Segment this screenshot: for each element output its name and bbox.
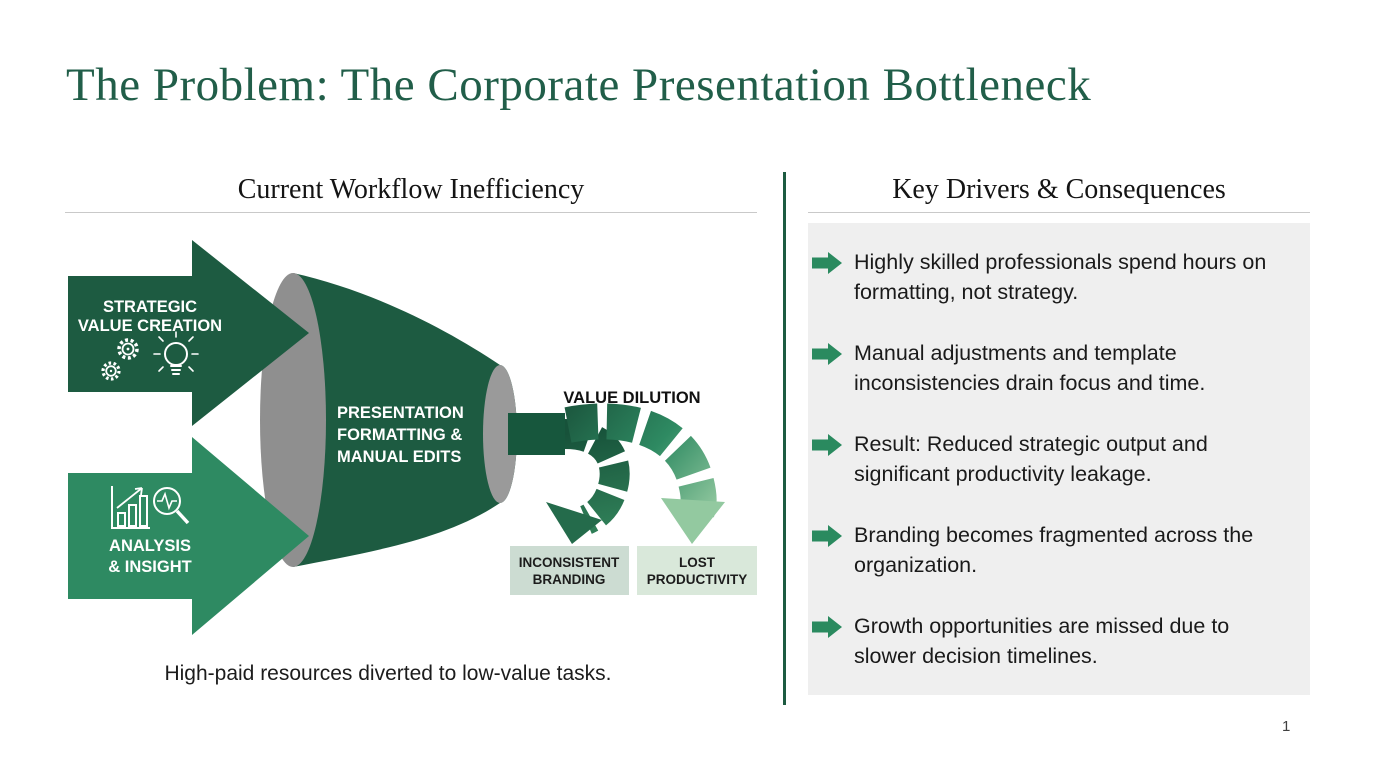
bullet-arrow-icon — [812, 616, 842, 638]
outer-dilution-arrowhead — [661, 498, 725, 544]
inner-dilution-arrowhead — [546, 502, 602, 544]
right-column-header: Key Drivers & Consequences — [892, 174, 1226, 205]
key-drivers-panel: Highly skilled professionals spend hours… — [808, 223, 1310, 695]
output-pipe — [508, 413, 565, 455]
bullet-text: Manual adjustments and template inconsis… — [854, 341, 1206, 395]
bullet-arrow-icon — [812, 434, 842, 456]
inconsistent-branding-line2: BRANDING — [533, 572, 606, 587]
funnel-label-line2: FORMATTING & — [337, 426, 462, 444]
value-dilution-label: VALUE DILUTION — [563, 389, 700, 407]
lost-productivity-box — [637, 546, 757, 595]
strategic-arrow-label-line2: VALUE CREATION — [78, 317, 222, 335]
bullet-text: Result: Reduced strategic output and sig… — [854, 432, 1208, 486]
inner-dilution-arrow — [564, 419, 630, 534]
bullet-arrow-icon — [812, 525, 842, 547]
bullet-arrow-icon — [812, 252, 842, 274]
strategic-arrow — [68, 240, 309, 426]
diagram-caption: High-paid resources diverted to low-valu… — [164, 662, 612, 685]
bullet-item: Growth opportunities are missed due to s… — [812, 611, 1310, 671]
workflow-funnel-diagram: STRATEGIC VALUE CREATION — [68, 240, 757, 635]
gears-icon — [101, 338, 139, 381]
strategic-arrow-label-line1: STRATEGIC — [103, 298, 197, 316]
lost-productivity-line2: PRODUCTIVITY — [647, 572, 748, 587]
bullet-item: Highly skilled professionals spend hours… — [812, 247, 1310, 307]
right-header-rule — [808, 212, 1310, 213]
analysis-arrow-label-line1: ANALYSIS — [109, 537, 191, 555]
left-column-header: Current Workflow Inefficiency — [237, 174, 585, 205]
analysis-arrow-label-line2: & INSIGHT — [108, 558, 191, 576]
funnel-label-line3: MANUAL EDITS — [337, 448, 461, 466]
lost-productivity-line1: LOST — [679, 555, 716, 570]
bullet-arrow-icon — [812, 343, 842, 365]
bullet-text: Growth opportunities are missed due to s… — [854, 614, 1230, 668]
inconsistent-branding-line1: INCONSISTENT — [519, 555, 620, 570]
bullet-item: Result: Reduced strategic output and sig… — [812, 429, 1310, 489]
bullet-text: Branding becomes fragmented across the o… — [854, 523, 1254, 577]
page-number: 1 — [1282, 718, 1291, 735]
bullet-item: Branding becomes fragmented across the o… — [812, 520, 1310, 580]
column-divider — [783, 172, 786, 705]
analysis-arrow — [68, 437, 309, 635]
bullet-text: Highly skilled professionals spend hours… — [854, 250, 1267, 304]
lightbulb-icon — [153, 331, 199, 375]
inconsistent-branding-box — [510, 546, 629, 595]
slide-title: The Problem: The Corporate Presentation … — [66, 59, 1092, 111]
funnel-label-line1: PRESENTATION — [337, 404, 464, 422]
left-header-rule — [65, 212, 757, 213]
magnifier-pulse-icon — [153, 487, 190, 525]
funnel-neck-ellipse — [483, 365, 517, 503]
bar-chart-icon — [111, 486, 150, 529]
bullet-item: Manual adjustments and template inconsis… — [812, 338, 1310, 398]
funnel-horn — [293, 273, 517, 567]
